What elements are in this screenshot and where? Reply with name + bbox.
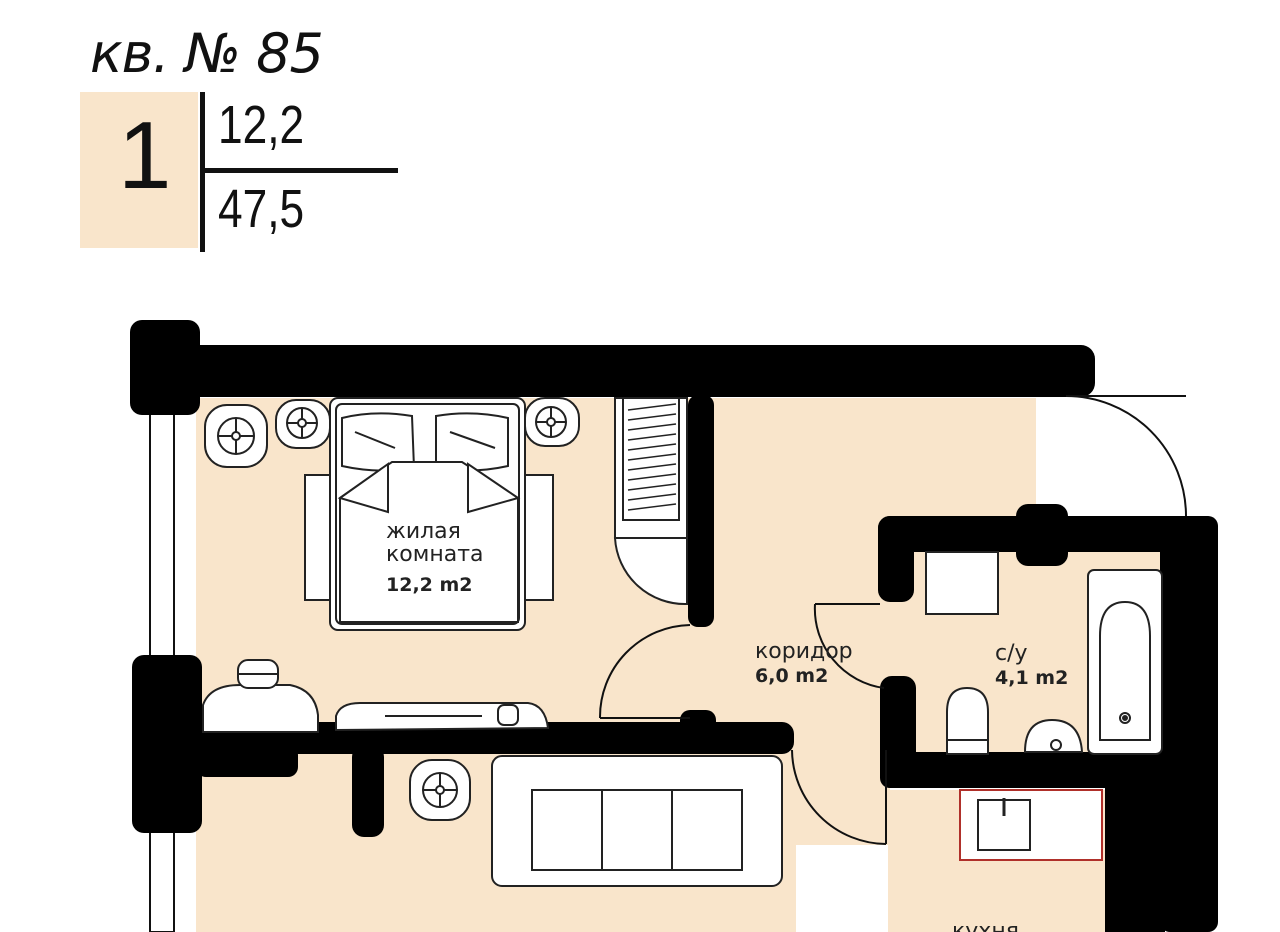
- label-bathroom: с/у 4,1 m2: [995, 642, 1068, 689]
- armchair-top: [202, 684, 319, 733]
- washing-machine: [925, 551, 999, 615]
- bathroom-area: 4,1 m2: [995, 667, 1069, 690]
- sink: [1023, 718, 1084, 753]
- lower-furniture: [202, 659, 550, 733]
- wall-door-post: [680, 710, 716, 740]
- rooms-count: 1: [118, 102, 172, 209]
- plants: [204, 397, 580, 821]
- walls: [130, 320, 1218, 932]
- corridor-area: 6,0 m2: [755, 665, 829, 688]
- wall-right-inner: [1105, 780, 1165, 932]
- wall-middle-left-stub: [196, 745, 298, 777]
- living-room-area: 12,2 m2: [386, 574, 473, 597]
- living-area-value: 12,2: [218, 95, 305, 155]
- living-room-door-swing: [598, 624, 691, 719]
- plant-4: [409, 759, 471, 821]
- kitchen-name: кухня: [952, 920, 1019, 932]
- plant-1: [204, 404, 268, 468]
- wall-left-middle-pillar: [132, 655, 202, 833]
- kitchen-counter: [959, 789, 1103, 861]
- wall-bath-left-top: [878, 516, 914, 602]
- double-bed: [304, 397, 554, 631]
- bathroom-door-swing: [813, 603, 885, 689]
- rooms-count-box: [80, 92, 198, 248]
- label-corridor: коридор 6,0 m2: [755, 640, 853, 687]
- total-area-value: 47,5: [218, 179, 305, 239]
- living-room-name-line2: комната: [386, 542, 484, 568]
- label-kitchen: кухня: [952, 920, 1019, 932]
- bathtub: [1087, 569, 1163, 755]
- header-divider-horizontal: [200, 168, 398, 173]
- entrance-door: [1065, 395, 1187, 517]
- floor-corridor-lower: [790, 540, 890, 845]
- wall-right: [1160, 516, 1218, 932]
- rug-left: [304, 474, 334, 601]
- wall-bath-top-pillar: [1016, 504, 1068, 566]
- doors: [598, 603, 887, 845]
- wall-middle-post: [352, 745, 384, 837]
- label-living-room: жилая комната 12,2 m2: [386, 520, 484, 596]
- plant-3: [524, 397, 580, 447]
- wall-top-left-pillar: [130, 320, 200, 415]
- lower-door-swing: [791, 749, 887, 845]
- toilet: [946, 686, 989, 755]
- wall-bath-bottom: [880, 752, 1180, 788]
- sofa: [491, 755, 783, 887]
- wall-closet-right: [688, 395, 714, 627]
- corridor-name: коридор: [755, 639, 853, 664]
- living-room-name-line1: жилая: [386, 519, 461, 544]
- wall-top: [140, 345, 1095, 397]
- plant-2: [275, 399, 331, 449]
- rug-right: [524, 474, 554, 601]
- bathroom-fixtures: [925, 551, 1163, 755]
- wardrobe: [613, 397, 688, 606]
- apartment-title: кв. № 85: [90, 22, 324, 85]
- bathroom-name: с/у: [995, 641, 1028, 666]
